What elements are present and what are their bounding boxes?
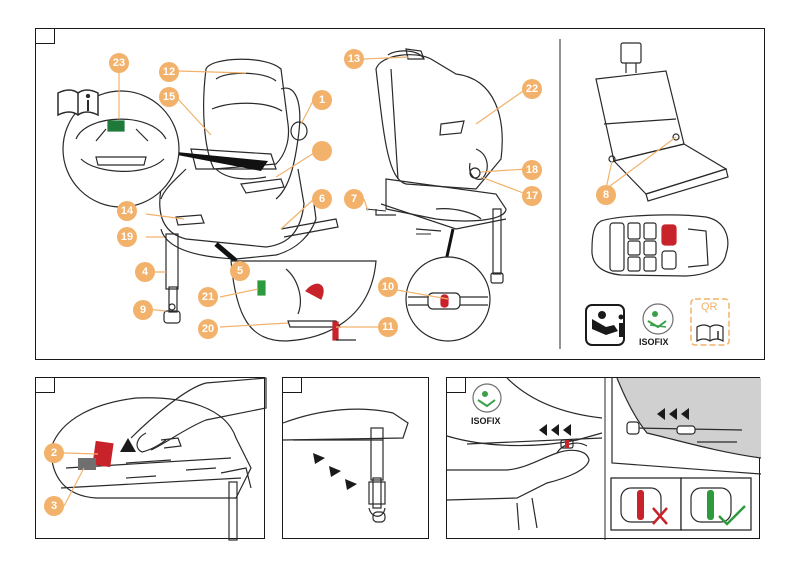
seat-side-view: [376, 49, 506, 283]
step-b-panel: [282, 377, 429, 539]
callout-3: 3: [44, 496, 64, 516]
main-overview-panel: 23 12 15 1 14 19 4 9 6 5 21 20 13 22 7 1…: [35, 28, 765, 360]
callout-12: 12: [159, 62, 179, 82]
callout-4: 4: [135, 262, 155, 282]
callout-15: 15: [159, 87, 179, 107]
callout-18: 18: [522, 160, 542, 180]
step-a-drawing: [36, 378, 266, 540]
inset-detail-9: [406, 229, 490, 341]
manual-icon: [58, 90, 98, 115]
inset-detail-base: [231, 261, 376, 341]
isofix-label: ISOFIX: [639, 337, 669, 347]
callout-6: 6: [312, 189, 332, 209]
isofix-label-step-c: ISOFIX: [471, 416, 501, 426]
callout-1: 1: [312, 90, 332, 110]
step-a-panel: 2 3: [35, 377, 265, 539]
callout-20: 20: [198, 319, 218, 339]
status-right-box: [681, 478, 751, 530]
isofix-badge-icon: [473, 384, 501, 412]
callout-2: 2: [44, 443, 64, 463]
callout-9: 10: [378, 277, 398, 297]
callout-blank: [312, 141, 332, 161]
callout-19: 19: [117, 227, 137, 247]
status-wrong-box: [611, 478, 681, 530]
step-b-drawing: [283, 378, 430, 540]
callout-7: 7: [344, 189, 364, 209]
vehicle-seat-drawing: [596, 43, 728, 201]
step-c-panel: ISOFIX: [446, 377, 760, 539]
car-top-view: [592, 215, 728, 276]
callout-22: 22: [522, 79, 542, 99]
qr-label: QR: [701, 301, 718, 313]
callout-23: 23: [109, 53, 129, 73]
callout-8: 8: [596, 185, 616, 205]
callout-14: 14: [117, 201, 137, 221]
callout-10: 9: [133, 300, 153, 320]
callout-13: 13: [344, 49, 364, 69]
callout-11: 11: [378, 317, 398, 337]
seat-child-icon: [586, 305, 624, 345]
callout-5: 5: [230, 261, 250, 281]
callout-17: 17: [522, 186, 542, 206]
step-c-drawing: [447, 378, 761, 540]
callout-21: 21: [198, 287, 218, 307]
isofix-logo-icon: [643, 304, 673, 334]
